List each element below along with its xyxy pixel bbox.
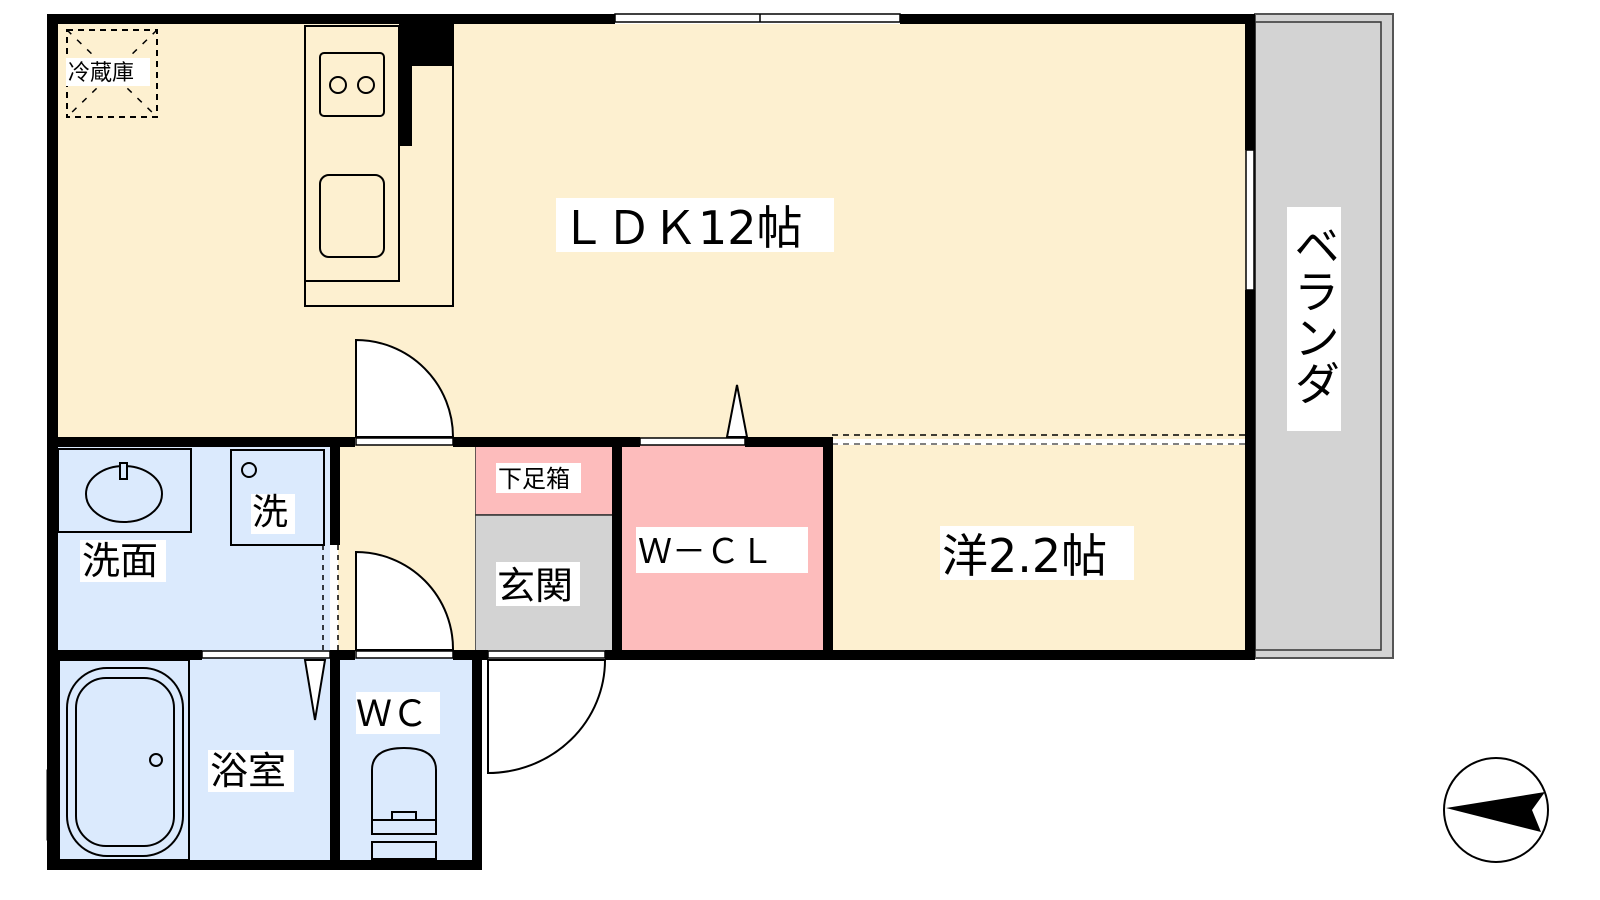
western-room-label: 洋2.2帖 bbox=[942, 529, 1107, 583]
sink bbox=[57, 448, 192, 533]
veranda-label: ベランダ bbox=[1287, 222, 1341, 406]
kitchen-counter bbox=[304, 25, 454, 307]
walls bbox=[47, 14, 1255, 870]
refrigerator-label: 冷蔵庫 bbox=[68, 61, 134, 86]
ldk-label: ＬＤＫ12帖 bbox=[560, 201, 803, 255]
door-closet bbox=[639, 437, 746, 446]
shoe-cabinet-label: 下足箱 bbox=[498, 465, 570, 493]
wc-label: ＷＣ bbox=[356, 694, 428, 735]
doors[interactable] bbox=[355, 338, 749, 775]
entrance-label: 玄関 bbox=[497, 564, 573, 608]
wall bbox=[399, 24, 412, 146]
north-arrow-icon bbox=[1443, 757, 1549, 863]
refrigerator-space: 冷蔵庫 bbox=[66, 29, 158, 118]
washing-machine-space: 洗 bbox=[230, 449, 325, 546]
door-washroom bbox=[355, 550, 455, 651]
room-wc bbox=[340, 658, 473, 862]
washer-label: 洗 bbox=[252, 492, 288, 533]
door-entrance bbox=[487, 659, 607, 775]
windows bbox=[201, 13, 1255, 659]
door-ldk bbox=[355, 338, 455, 438]
walk-in-closet-label: Ｗ－ＣＬ bbox=[638, 532, 774, 572]
veranda: ベランダ bbox=[1254, 13, 1394, 659]
bathroom-label: 浴室 bbox=[210, 749, 286, 793]
bath-door bbox=[303, 659, 327, 721]
washroom-label: 洗面 bbox=[82, 539, 158, 583]
toilet bbox=[371, 746, 437, 860]
